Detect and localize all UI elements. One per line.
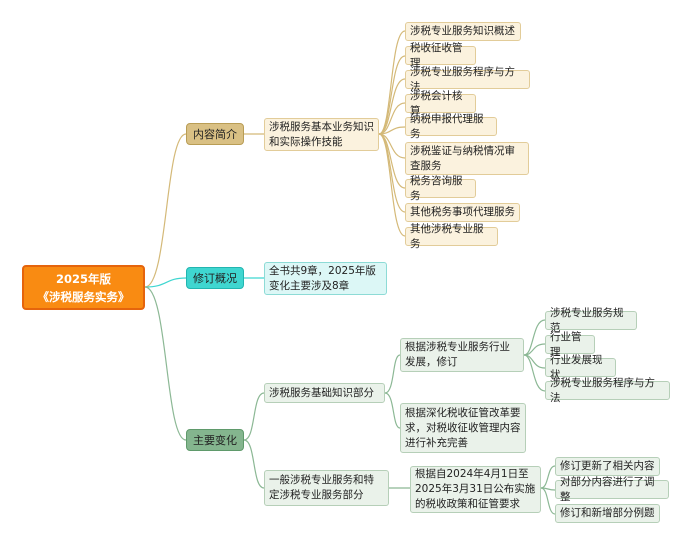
- intro-item: 涉税专业服务程序与方法: [405, 66, 530, 93]
- category-revision: 修订概况: [186, 267, 244, 289]
- changes-basic-sub1-item: 涉税专业服务规范: [545, 307, 637, 334]
- links-changes: [243, 319, 556, 515]
- category-intro: 内容简介: [186, 123, 244, 145]
- link-root-changes: [144, 286, 187, 441]
- root-title-line1: 2025年版: [55, 271, 111, 286]
- intro-item: 涉税鉴证与纳税情况审查服务: [405, 142, 529, 175]
- intro-item: 涉税会计核算: [405, 90, 476, 117]
- changes-general-sub-item: 修订更新了相关内容: [555, 457, 660, 476]
- root-node: 2025年版 《涉税服务实务》: [22, 265, 145, 310]
- intro-item: 税务咨询服务: [405, 175, 476, 202]
- intro-summary: 涉税服务基本业务知识和实际操作技能: [264, 118, 379, 151]
- link-root-intro: [144, 133, 187, 288]
- root-title-line2: 《涉税服务实务》: [37, 289, 130, 304]
- intro-item: 其他涉税专业服务: [405, 223, 498, 250]
- intro-item: 涉税专业服务知识概述: [405, 22, 521, 41]
- changes-general: 一般涉税专业服务和特定涉税专业服务部分: [264, 470, 389, 506]
- changes-basic-sub1-item: 行业发展现状: [545, 354, 616, 381]
- changes-basic-sub1: 根据涉税专业服务行业发展，修订: [400, 338, 524, 372]
- changes-basic-sub1-item: 涉税专业服务程序与方法: [545, 377, 670, 404]
- changes-basic-sub1-item: 行业管理: [545, 331, 595, 358]
- intro-item: 其他税务事项代理服务: [405, 203, 520, 222]
- category-changes: 主要变化: [186, 429, 244, 451]
- revision-summary: 全书共9章，2025年版变化主要涉及8章: [264, 262, 387, 295]
- link-root-revision: [144, 277, 187, 288]
- links-intro-items: [378, 30, 406, 237]
- changes-basic: 涉税服务基础知识部分: [264, 383, 385, 403]
- changes-basic-sub2: 根据深化税收征管改革要求，对税收征收管理内容进行补充完善: [400, 403, 526, 453]
- intro-item: 税收征收管理: [405, 42, 476, 69]
- changes-general-sub-item: 修订和新增部分例题: [555, 504, 660, 523]
- intro-item: 纳税申报代理服务: [405, 113, 497, 140]
- changes-general-sub: 根据自2024年4月1日至2025年3月31日公布实施的税收政策和征管要求: [410, 466, 541, 513]
- changes-general-sub-item: 对部分内容进行了调整: [555, 476, 669, 503]
